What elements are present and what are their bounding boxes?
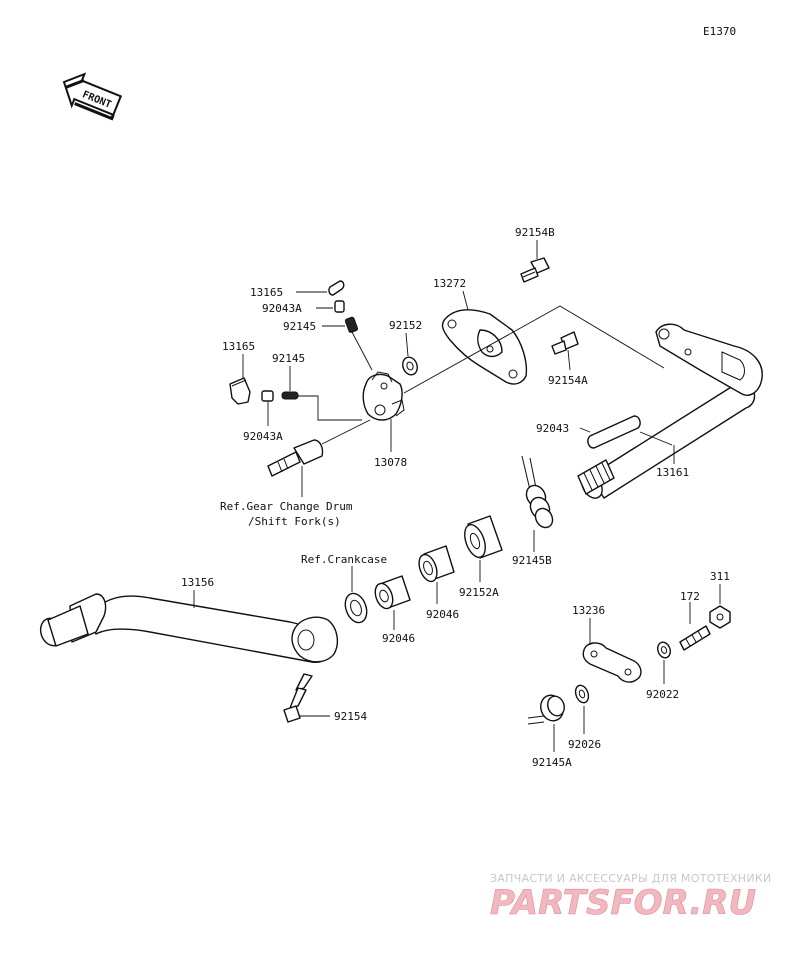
bolt-172-icon	[679, 625, 711, 651]
stepped-pin-icon	[267, 439, 324, 477]
part-label-92154B: 92154B	[515, 226, 555, 239]
link-13236-icon	[582, 642, 642, 683]
watermark-caption: ЗАПЧАСТИ И АКСЕССУАРЫ ДЛЯ МОТОТЕХНИКИ	[490, 872, 772, 885]
part-label-13272: 13272	[433, 277, 466, 290]
part-label-13165-top: 13165	[250, 286, 283, 299]
pawl-13165-left-icon	[229, 377, 251, 405]
collar-92152A-icon	[464, 515, 503, 559]
part-label-172: 172	[680, 590, 700, 603]
part-label-13078: 13078	[374, 456, 407, 469]
bearing-92046-left-icon	[374, 575, 411, 610]
part-label-311: 311	[710, 570, 730, 583]
bolt-92154A-icon	[551, 331, 579, 355]
part-label-13156: 13156	[181, 576, 214, 589]
bolt-92154-icon	[283, 673, 313, 723]
front-arrow-icon: FRONT	[62, 72, 123, 121]
bolt-92154B-icon	[520, 257, 550, 283]
watermark-logo: PARTSFOR.RU	[490, 883, 756, 923]
spring-92145-icon	[344, 316, 359, 333]
part-label-92026: 92026	[568, 738, 601, 751]
part-label-92154A: 92154A	[548, 374, 588, 387]
plate-13272-icon	[441, 309, 528, 385]
part-label-92145A: 92145A	[532, 756, 572, 769]
diagram-code: E1370	[703, 25, 736, 38]
part-label-92154: 92154	[334, 710, 367, 723]
ref-gear-drum-line1: Ref.Gear Change Drum	[220, 500, 353, 513]
part-label-92043: 92043	[536, 422, 569, 435]
part-label-92043A-left: 92043A	[243, 430, 283, 443]
part-label-92152A: 92152A	[459, 586, 499, 599]
part-label-92043A-top: 92043A	[262, 302, 302, 315]
part-label-92046-left: 92046	[382, 632, 415, 645]
pin-92043-icon	[587, 415, 641, 449]
bearing-92046-right-icon	[418, 545, 455, 583]
shift-mechanism-13078-icon	[362, 371, 405, 421]
spring-92145-left-icon	[281, 391, 299, 400]
part-labels: 92154B 13272 13165 92043A 92145 92152 13…	[181, 226, 730, 769]
washer-92152-icon	[402, 356, 418, 376]
pin-92043A-icon	[334, 300, 345, 313]
spring-92145B-icon	[521, 455, 554, 529]
pawl-13165-icon	[328, 280, 345, 296]
ref-crankcase: Ref.Crankcase	[301, 553, 387, 566]
part-label-92145-top: 92145	[283, 320, 316, 333]
part-label-13236: 13236	[572, 604, 605, 617]
part-label-92145-left: 92145	[272, 352, 305, 365]
part-label-92152: 92152	[389, 319, 422, 332]
gear-pedal-13156-icon	[39, 593, 339, 663]
part-label-13161: 13161	[656, 466, 689, 479]
part-label-92145B: 92145B	[512, 554, 552, 567]
nut-311-icon	[709, 605, 731, 629]
part-label-92046-right: 92046	[426, 608, 459, 621]
shift-shaft-13161-icon	[577, 323, 763, 499]
washer-92022-icon	[657, 641, 671, 659]
part-label-92022: 92022	[646, 688, 679, 701]
ref-gear-drum-line2: /Shift Fork(s)	[248, 515, 341, 528]
pin-92043A-left-icon	[261, 390, 274, 402]
washer-92026-icon	[574, 684, 590, 704]
oil-seal-icon	[344, 592, 368, 624]
spring-92145A-icon	[527, 694, 565, 725]
part-label-13165-left: 13165	[222, 340, 255, 353]
